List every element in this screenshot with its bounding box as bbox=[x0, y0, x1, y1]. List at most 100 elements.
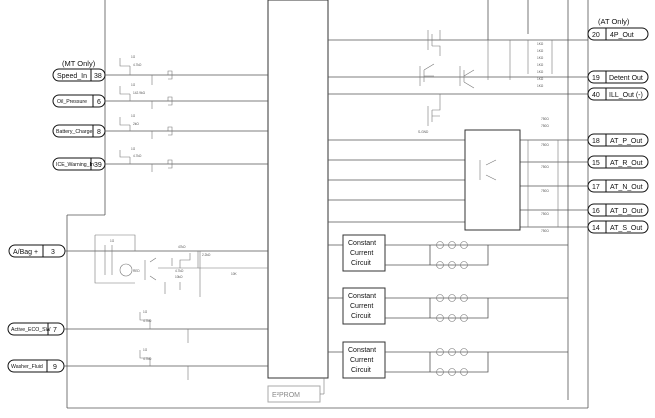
pin-battery-charge: Battery_Charge 8 bbox=[52, 124, 106, 138]
pin-abag-plus: A/Bag + 3 bbox=[8, 244, 66, 258]
svg-text:4.7kΩ: 4.7kΩ bbox=[143, 319, 152, 323]
svg-text:4.7kΩ: 4.7kΩ bbox=[175, 269, 184, 273]
svg-text:750Ω: 750Ω bbox=[541, 229, 549, 233]
svg-text:Constant: Constant bbox=[348, 240, 376, 247]
svg-text:1KΩ: 1KΩ bbox=[537, 56, 544, 60]
at-only-header: (AT Only) bbox=[598, 17, 630, 26]
svg-text:2.2kΩ: 2.2kΩ bbox=[202, 253, 211, 257]
svg-text:1KΩ: 1KΩ bbox=[537, 70, 544, 74]
svg-text:ILL_Out (-): ILL_Out (-) bbox=[609, 92, 643, 99]
svg-text:1G: 1G bbox=[131, 114, 136, 118]
pin-speed-in: Speed_In 38 bbox=[52, 68, 106, 82]
svg-text:1G: 1G bbox=[131, 55, 136, 59]
pin-oil-pressure: Oil_Pressure 6 bbox=[52, 94, 106, 108]
svg-text:Current: Current bbox=[350, 250, 373, 257]
pin-4p-out: 20 4P_Out bbox=[587, 27, 649, 41]
svg-text:750Ω: 750Ω bbox=[541, 124, 549, 128]
svg-text:750Ω: 750Ω bbox=[541, 117, 549, 121]
svg-text:142.9kΩ: 142.9kΩ bbox=[133, 91, 146, 95]
svg-text:ICE_Warning_In: ICE_Warning_In bbox=[56, 162, 94, 168]
svg-text:15: 15 bbox=[592, 160, 600, 167]
main-ic-block bbox=[267, 0, 329, 379]
svg-text:9: 9 bbox=[53, 364, 57, 371]
svg-text:19: 19 bbox=[592, 75, 600, 82]
svg-text:10K: 10K bbox=[231, 272, 238, 276]
frame-lines bbox=[66, 0, 589, 409]
lower-input-wiring: 1G 4.7kΩ 1G 4.7kΩ bbox=[64, 310, 268, 380]
svg-text:Circuit: Circuit bbox=[351, 313, 371, 320]
svg-text:Constant: Constant bbox=[348, 293, 376, 300]
svg-text:4P_Out: 4P_Out bbox=[610, 32, 634, 39]
svg-text:Active_ECO_SW: Active_ECO_SW bbox=[11, 327, 51, 333]
svg-text:1KΩ: 1KΩ bbox=[537, 77, 544, 81]
constant-current-block-3: Constant Current Circuit bbox=[328, 341, 568, 379]
mt-only-header: (MT Only) bbox=[62, 59, 96, 68]
pin-washer-fluid: Washer_Fluid 9 bbox=[7, 359, 65, 373]
svg-text:1G: 1G bbox=[131, 83, 136, 87]
svg-text:4.7kΩ: 4.7kΩ bbox=[143, 357, 152, 361]
pin-active-eco-sw: Active_ECO_SW 7 bbox=[7, 322, 65, 336]
svg-text:Battery_Charge: Battery_Charge bbox=[56, 129, 92, 135]
pin-detent-out: 19 Detent Out bbox=[587, 70, 649, 84]
pin-at-d-out: 16 AT_D_Out bbox=[587, 203, 649, 217]
svg-text:1KΩ: 1KΩ bbox=[537, 63, 544, 67]
constant-current-block-1: Constant Current Circuit bbox=[328, 234, 568, 272]
svg-text:47kΩ: 47kΩ bbox=[178, 245, 186, 249]
svg-text:750Ω: 750Ω bbox=[541, 189, 549, 193]
pin-at-s-out: 14 AT_S_Out bbox=[587, 220, 649, 234]
svg-text:10kΩ: 10kΩ bbox=[175, 275, 183, 279]
svg-text:AT_R_Out: AT_R_Out bbox=[610, 160, 643, 167]
svg-text:1KΩ: 1KΩ bbox=[537, 84, 544, 88]
svg-text:750Ω: 750Ω bbox=[541, 165, 549, 169]
transistor-array-block bbox=[464, 129, 521, 231]
svg-text:1KΩ: 1KΩ bbox=[537, 49, 544, 53]
svg-text:S-GND: S-GND bbox=[418, 130, 429, 134]
svg-text:Constant: Constant bbox=[348, 347, 376, 354]
svg-text:Circuit: Circuit bbox=[351, 367, 371, 374]
svg-text:1G: 1G bbox=[110, 239, 115, 243]
svg-text:Oil_Pressure: Oil_Pressure bbox=[57, 99, 87, 105]
svg-text:AT_P_Out: AT_P_Out bbox=[610, 138, 642, 145]
abag-circuit: RED 1G 47kΩ 2.2kΩ 4.7kΩ 10kΩ 10K bbox=[65, 234, 268, 297]
svg-text:39: 39 bbox=[94, 162, 102, 169]
pin-at-r-out: 15 AT_R_Out bbox=[587, 155, 649, 169]
svg-text:AT_D_Out: AT_D_Out bbox=[610, 208, 643, 215]
svg-text:4.7kΩ: 4.7kΩ bbox=[133, 63, 142, 67]
svg-text:1G: 1G bbox=[143, 310, 148, 314]
svg-text:E²PROM: E²PROM bbox=[272, 392, 300, 399]
svg-text:40: 40 bbox=[592, 92, 600, 99]
svg-text:Washer_Fluid: Washer_Fluid bbox=[11, 364, 43, 370]
svg-text:20: 20 bbox=[592, 32, 600, 39]
svg-text:7: 7 bbox=[53, 327, 57, 334]
svg-text:1G: 1G bbox=[143, 348, 148, 352]
pin-ice-warning-in: ICE_Warning_In 39 bbox=[52, 157, 106, 171]
svg-text:1G: 1G bbox=[131, 147, 136, 151]
constant-current-block-2: Constant Current Circuit bbox=[328, 287, 568, 325]
upper-input-wiring: 4.7kΩ 142.9kΩ 2kΩ 4.7kΩ 1G 1G 1G 1G bbox=[105, 55, 268, 172]
pin-ill-out: 40 ILL_Out (-) bbox=[587, 87, 649, 101]
eprom-block: E²PROM bbox=[267, 378, 325, 403]
svg-text:3: 3 bbox=[51, 249, 55, 256]
svg-text:750Ω: 750Ω bbox=[541, 143, 549, 147]
svg-text:Current: Current bbox=[350, 357, 373, 364]
svg-text:38: 38 bbox=[94, 73, 102, 80]
svg-text:Speed_In: Speed_In bbox=[57, 73, 87, 80]
svg-text:16: 16 bbox=[592, 208, 600, 215]
svg-text:Current: Current bbox=[350, 303, 373, 310]
svg-text:AT_S_Out: AT_S_Out bbox=[610, 225, 642, 232]
svg-text:1KΩ: 1KΩ bbox=[537, 42, 544, 46]
svg-text:Circuit: Circuit bbox=[351, 260, 371, 267]
svg-text:18: 18 bbox=[592, 138, 600, 145]
svg-text:Detent Out: Detent Out bbox=[609, 75, 643, 82]
pin-at-n-out: 17 AT_N_Out bbox=[587, 179, 649, 193]
svg-text:6: 6 bbox=[97, 99, 101, 106]
svg-text:RED: RED bbox=[133, 269, 140, 273]
svg-text:2kΩ: 2kΩ bbox=[133, 122, 139, 126]
svg-text:8: 8 bbox=[97, 129, 101, 136]
pin-at-p-out: 18 AT_P_Out bbox=[587, 133, 649, 147]
svg-text:14: 14 bbox=[592, 225, 600, 232]
svg-text:750Ω: 750Ω bbox=[541, 212, 549, 216]
svg-text:4.7kΩ: 4.7kΩ bbox=[133, 154, 142, 158]
